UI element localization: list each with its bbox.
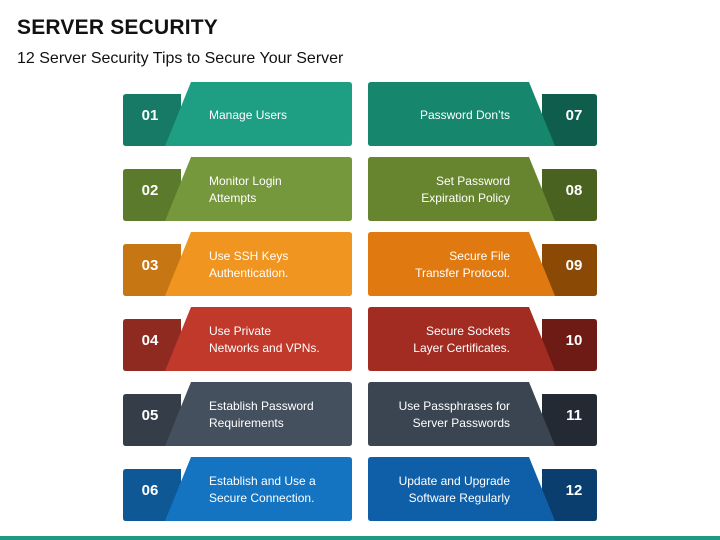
tip-number: 03 (141, 256, 159, 274)
tip-card-shape (123, 232, 352, 296)
tip-number-tab (542, 169, 597, 221)
tip-card: 07 Password Don’ts (368, 82, 600, 148)
tip-card-shape (123, 307, 352, 371)
tip-card-shape (368, 457, 597, 521)
tip-card: 01 Manage Users (123, 82, 355, 148)
tip-card: 02 Monitor Login Attempts (123, 157, 355, 223)
tip-card-shape (123, 82, 352, 146)
tip-banner (165, 307, 352, 371)
tip-banner (165, 157, 352, 221)
tip-card: 03 Use SSH Keys Authentication. (123, 232, 355, 298)
tip-card: 12 Update and Upgrade Software Regularly (368, 457, 600, 523)
tip-text: Set Password Expiration Policy (421, 174, 510, 205)
tip-text: Secure File Transfer Protocol. (415, 249, 510, 280)
tip-number-tab (123, 244, 181, 296)
tip-number: 02 (141, 181, 159, 199)
tip-number: 05 (141, 406, 159, 424)
tip-number: 09 (565, 256, 583, 274)
tip-card-shape (123, 157, 352, 221)
tip-banner (368, 307, 555, 371)
tip-card: 08 Set Password Expiration Policy (368, 157, 600, 223)
tip-banner (368, 82, 555, 146)
tip-banner (165, 232, 352, 296)
tip-text: Use SSH Keys Authentication. (209, 249, 289, 280)
tip-banner (368, 157, 555, 221)
tip-number: 01 (141, 106, 159, 124)
tip-banner (165, 457, 352, 521)
tip-text: Use Passphrases for Server Passwords (398, 399, 510, 430)
tip-number-tab (542, 319, 597, 371)
tip-card-shape (368, 307, 597, 371)
tip-card-shape (368, 82, 597, 146)
tip-text: Monitor Login Attempts (209, 174, 282, 205)
tip-number-tab (542, 394, 597, 446)
tip-number-tab (123, 169, 181, 221)
tip-banner (368, 457, 555, 521)
tip-number: 06 (141, 481, 159, 499)
footer-bar (0, 536, 720, 540)
tip-number: 04 (141, 331, 159, 349)
tip-card: 09 Secure File Transfer Protocol. (368, 232, 600, 298)
tip-card-shape (368, 157, 597, 221)
tip-card-shape (123, 382, 352, 446)
tip-text: Establish and Use a Secure Connection. (209, 474, 316, 505)
tip-card-shape (368, 382, 597, 446)
tip-card: 05 Establish Password Requirements (123, 382, 355, 448)
tip-number: 07 (565, 106, 583, 124)
tip-number-tab (123, 94, 181, 146)
tip-card: 11 Use Passphrases for Server Passwords (368, 382, 600, 448)
tip-text: Update and Upgrade Software Regularly (398, 474, 510, 505)
tip-card: 06 Establish and Use a Secure Connection. (123, 457, 355, 523)
tip-text: Manage Users (209, 107, 288, 122)
tip-number: 08 (565, 181, 583, 199)
tip-banner (368, 232, 555, 296)
tip-number-tab (123, 469, 181, 521)
page-subtitle: 12 Server Security Tips to Secure Your S… (17, 50, 344, 67)
tip-number-tab (123, 319, 181, 371)
tip-number: 10 (565, 331, 583, 349)
tip-card: 10 Secure Sockets Layer Certificates. (368, 307, 600, 373)
tip-number: 11 (566, 406, 582, 424)
tip-banner (165, 82, 352, 146)
tip-text: Use Private Networks and VPNs. (209, 324, 320, 355)
tip-number-tab (542, 244, 597, 296)
tip-card: 04 Use Private Networks and VPNs. (123, 307, 355, 373)
tip-text: Password Don’ts (419, 107, 510, 122)
tip-card-shape (368, 232, 597, 296)
tip-banner (165, 382, 352, 446)
tip-text: Establish Password Requirements (209, 399, 314, 430)
tip-card-shape (123, 457, 352, 521)
page-title: SERVER SECURITY (17, 16, 218, 39)
tip-number-tab (542, 469, 597, 521)
tip-text: Secure Sockets Layer Certificates. (413, 324, 510, 355)
tip-number: 12 (565, 481, 583, 499)
tip-number-tab (542, 94, 597, 146)
tip-number-tab (123, 394, 181, 446)
tip-banner (368, 382, 555, 446)
